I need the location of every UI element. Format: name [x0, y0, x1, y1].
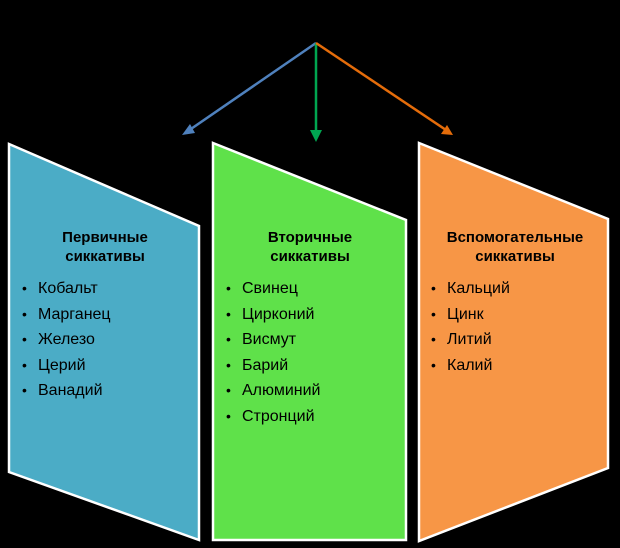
- panel-primary-list: Кобальт Марганец Железо Церий Ванадий: [22, 276, 190, 404]
- list-item: Барий: [226, 353, 396, 379]
- list-item: Марганец: [22, 302, 190, 328]
- panel-primary-title: Первичные сиккативы: [20, 228, 190, 266]
- panel-secondary: Вторичные сиккативы Свинец Цирконий Висм…: [224, 228, 396, 429]
- panel-secondary-list: Свинец Цирконий Висмут Барий Алюминий Ст…: [226, 276, 396, 429]
- panel-primary: Первичные сиккативы Кобальт Марганец Жел…: [20, 228, 190, 404]
- list-item: Церий: [22, 353, 190, 379]
- panel-secondary-title-line2: сиккативы: [270, 248, 350, 265]
- list-item: Железо: [22, 327, 190, 353]
- arrow-center: [310, 43, 322, 142]
- list-item: Алюминий: [226, 378, 396, 404]
- list-item: Ванадий: [22, 378, 190, 404]
- list-item: Калий: [431, 353, 601, 379]
- panel-auxiliary-title-line2: сиккативы: [475, 248, 555, 265]
- list-item: Свинец: [226, 276, 396, 302]
- panel-secondary-title: Вторичные сиккативы: [224, 228, 396, 266]
- panel-auxiliary-title-line1: Вспомогательные: [446, 229, 584, 246]
- panel-auxiliary: Вспомогательные сиккативы Кальций Цинк Л…: [429, 228, 601, 378]
- list-item: Стронций: [226, 404, 396, 430]
- list-item: Цинк: [431, 302, 601, 328]
- list-item: Кальций: [431, 276, 601, 302]
- list-item: Висмут: [226, 327, 396, 353]
- list-item: Цирконий: [226, 302, 396, 328]
- panel-primary-title-line2: сиккативы: [65, 248, 145, 265]
- arrow-left: [182, 41, 317, 135]
- panel-auxiliary-title: Вспомогательные сиккативы: [429, 228, 601, 266]
- arrow-right: [315, 41, 453, 135]
- panel-auxiliary-list: Кальций Цинк Литий Калий: [431, 276, 601, 378]
- panel-secondary-title-line1: Вторичные: [267, 229, 353, 246]
- panel-primary-title-line1: Первичные: [62, 229, 148, 246]
- list-item: Литий: [431, 327, 601, 353]
- list-item: Кобальт: [22, 276, 190, 302]
